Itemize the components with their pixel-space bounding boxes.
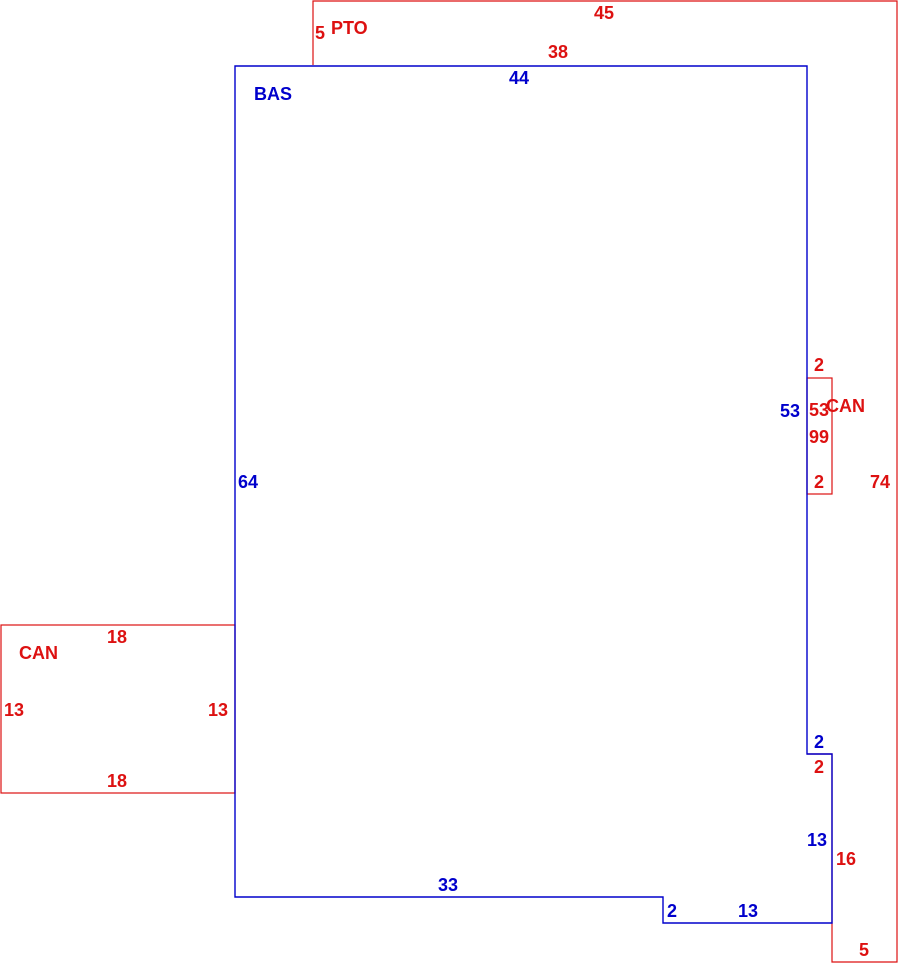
- bas-dim-top: 44: [509, 68, 529, 88]
- pto-dim-top: 45: [594, 3, 614, 23]
- pto-dim-bottom: 5: [859, 940, 869, 960]
- bas-dim-bottom: 33: [438, 875, 458, 895]
- bas-dim-right-upper: 53: [780, 401, 800, 421]
- pto-outline: [312, 0, 898, 963]
- can-right-dim-left: 53: [809, 400, 829, 420]
- can-left-dim-bottom: 18: [107, 771, 127, 791]
- pto-dim-inner-step: 2: [814, 757, 824, 777]
- can-right-dim-bottom: 2: [814, 472, 824, 492]
- pto-dim-right: 74: [870, 472, 890, 492]
- bas-dim-left: 64: [238, 472, 258, 492]
- can-left-dim-top: 18: [107, 627, 127, 647]
- bas-dim-step-right: 2: [814, 732, 824, 752]
- can-left-dim-right: 13: [208, 700, 228, 720]
- bas-dim-bottom-small: 13: [738, 901, 758, 921]
- can-right-dim-top: 2: [814, 355, 824, 375]
- can-right-dim-right: 99: [809, 427, 829, 447]
- can-left-label: CAN: [19, 643, 58, 663]
- pto-dim-inner-lower: 16: [836, 849, 856, 869]
- can-right-label: CAN: [826, 396, 865, 416]
- bas-dim-step-down: 2: [667, 901, 677, 921]
- pto-dim-left: 5: [315, 23, 325, 43]
- bas-label: BAS: [254, 84, 292, 104]
- bas-dim-right-lower: 13: [807, 830, 827, 850]
- can-left-dim-left: 13: [4, 700, 24, 720]
- pto-label: PTO: [331, 18, 368, 38]
- bas-outline: [234, 65, 833, 924]
- pto-dim-inner-top: 38: [548, 42, 568, 62]
